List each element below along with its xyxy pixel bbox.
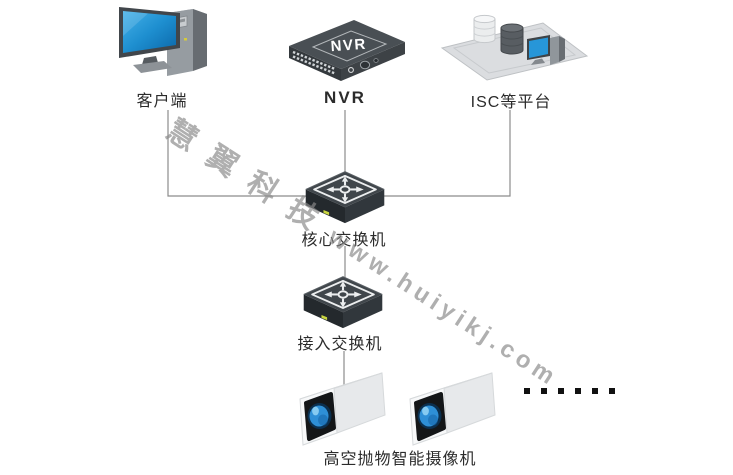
database-cylinder-light — [473, 14, 496, 44]
switch-led — [321, 315, 328, 321]
switch-led — [323, 210, 330, 216]
bullet-camera-icon — [299, 372, 386, 446]
nvr-label: NVR — [324, 88, 366, 107]
platform-workstation — [527, 35, 565, 65]
camera-lens — [417, 403, 442, 429]
ellipsis-dot — [575, 388, 581, 394]
core-switch-device — [298, 167, 392, 225]
client-label: 客户端 — [136, 93, 188, 110]
database-cylinder-dark — [500, 23, 524, 55]
camera-device-1 — [296, 369, 391, 447]
switch-icon — [305, 171, 385, 224]
access-switch-device — [296, 272, 390, 330]
cameras-label: 高空抛物智能摄像机 — [323, 451, 477, 468]
switch-arrows-glyph — [324, 281, 362, 308]
more-cameras-ellipsis — [524, 388, 626, 396]
access-switch-label: 接入交换机 — [297, 336, 383, 353]
desktop-computer-icon — [119, 7, 207, 76]
nvr-knob — [359, 60, 371, 70]
client-device — [114, 0, 222, 88]
ellipsis-dot — [541, 388, 547, 394]
core-switch-label: 核心交换机 — [301, 232, 387, 249]
edge-client-coreswitch — [167, 110, 314, 197]
switch-arrows-glyph — [326, 176, 364, 203]
ellipsis-dot — [558, 388, 564, 394]
isc-label: ISC等平台 — [470, 94, 552, 111]
nvr-device: NVR — [283, 12, 408, 84]
nvr-device-text: NVR — [330, 36, 367, 55]
ellipsis-dot — [592, 388, 598, 394]
switch-icon — [303, 276, 383, 329]
nvr-recorder-icon: NVR — [289, 20, 405, 81]
camera-lens — [307, 403, 332, 429]
ellipsis-dot — [609, 388, 615, 394]
isc-platform — [438, 12, 593, 87]
edge-isc-coreswitch — [384, 110, 511, 197]
ellipsis-dot — [524, 388, 530, 394]
camera-device-2 — [406, 369, 501, 447]
nvr-logo-mark — [348, 67, 354, 73]
server-platform-icon — [440, 14, 589, 81]
bullet-camera-icon — [409, 372, 496, 446]
